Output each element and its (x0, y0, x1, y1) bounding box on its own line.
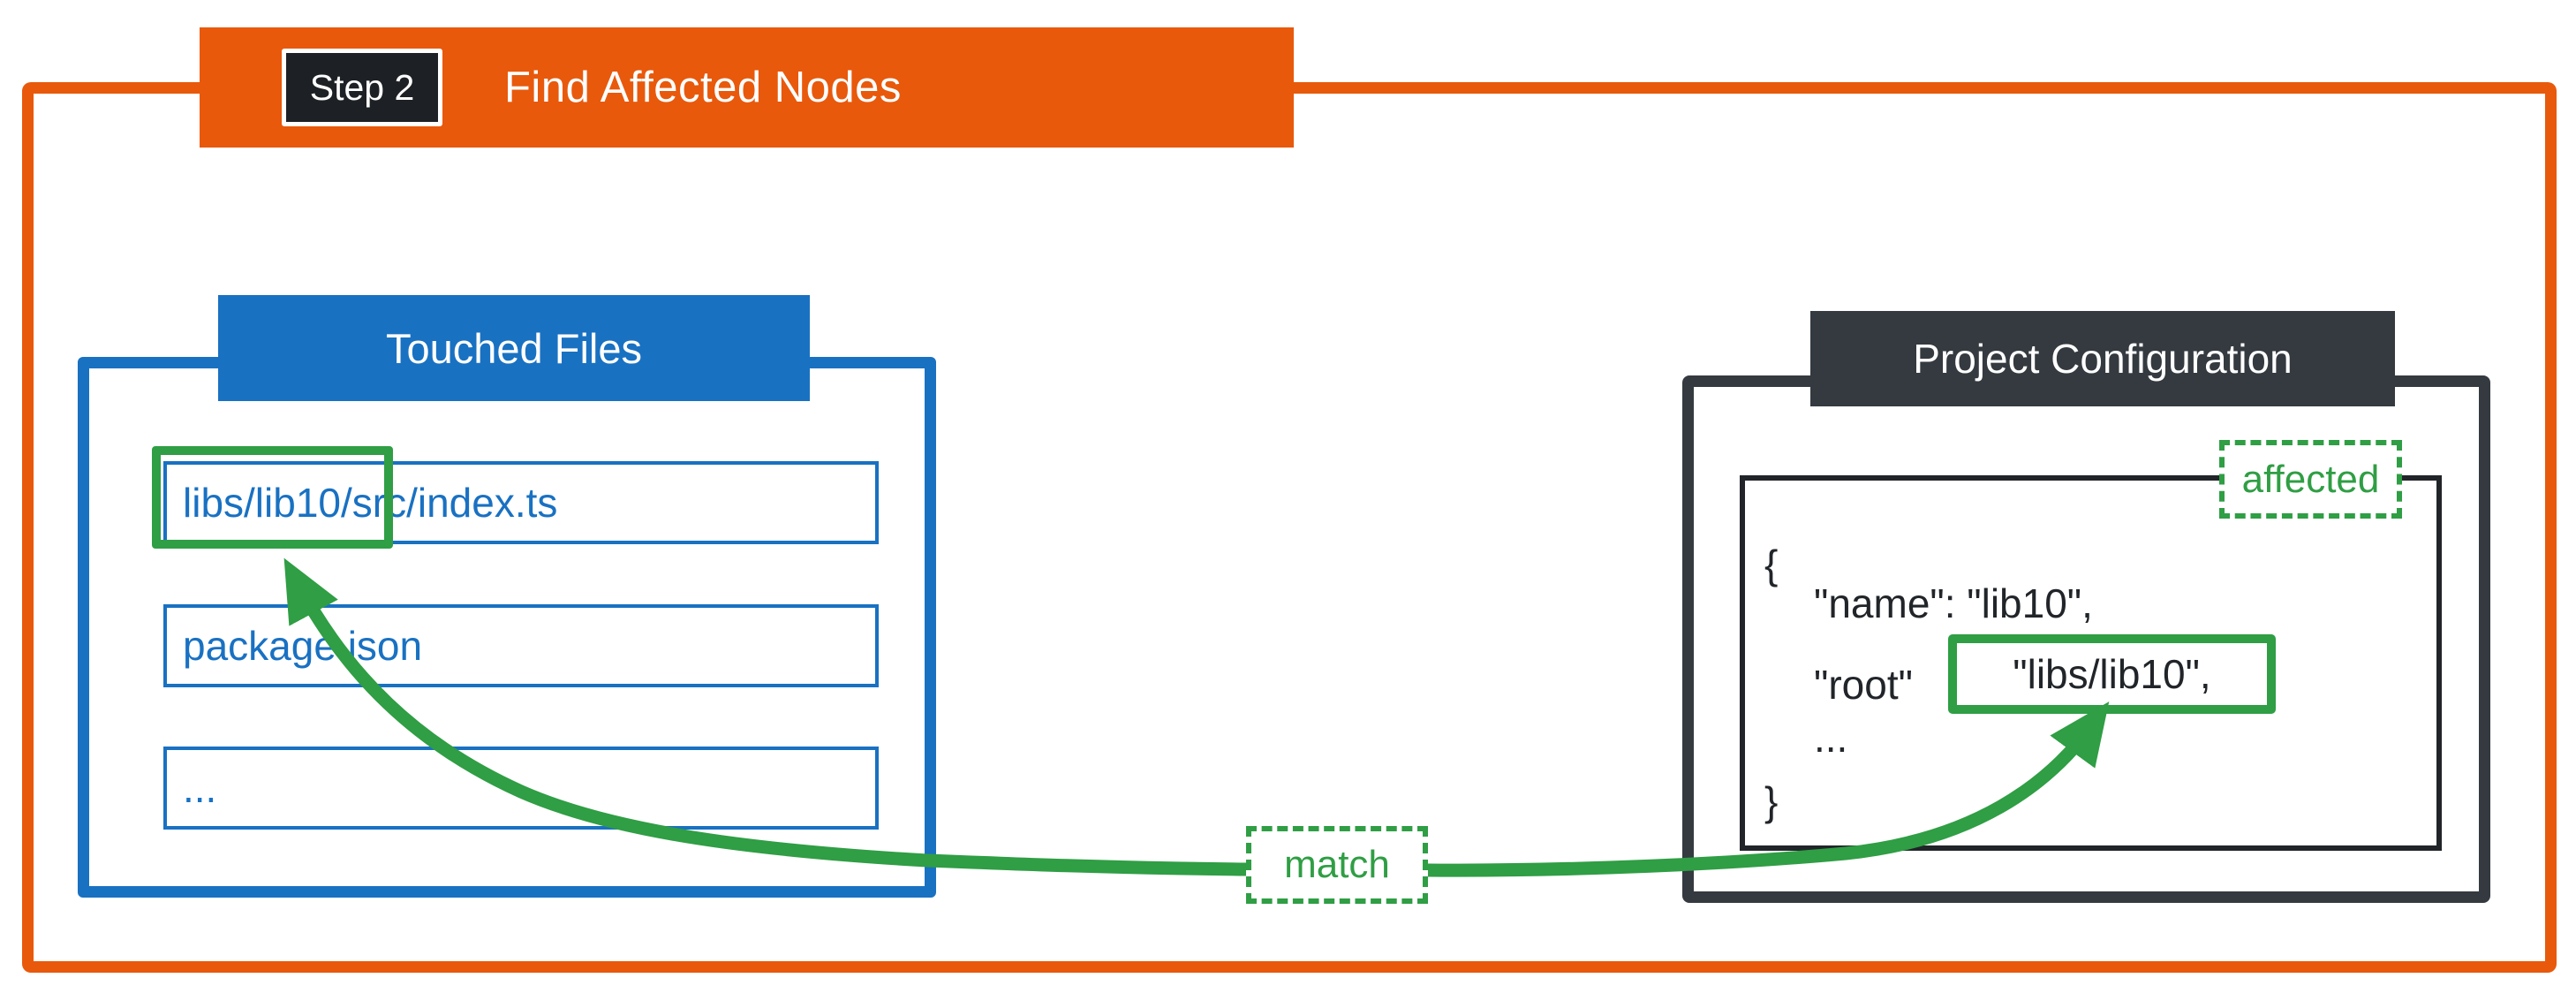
code-root-key: "root" (1814, 662, 1913, 708)
code-root-value: "libs/lib10", (2013, 651, 2211, 697)
affected-badge: affected (2219, 440, 2402, 519)
step-badge: Step 2 (282, 49, 442, 126)
file-row-ellipsis: ... (163, 747, 879, 830)
root-value-highlight-box: "libs/lib10", (1948, 634, 2276, 714)
code-name-line: "name": "lib10", (1814, 580, 2093, 626)
file-row-package-json: package.json (163, 604, 879, 687)
code-ellipsis: ... (1814, 715, 1848, 761)
match-badge-label: match (1284, 843, 1390, 886)
file-row-label: libs/lib10/src/index.ts (183, 480, 558, 526)
touched-files-title: Touched Files (386, 324, 642, 372)
code-open-brace: { (1764, 542, 1779, 587)
step-badge-label: Step 2 (309, 66, 415, 108)
affected-badge-label: affected (2241, 457, 2380, 501)
step-banner: Step 2 Find Affected Nodes (200, 27, 1294, 148)
banner-title: Find Affected Nodes (504, 64, 902, 111)
match-badge: match (1246, 826, 1428, 904)
touched-files-header: Touched Files (218, 295, 810, 401)
file-row-label: ... (183, 765, 217, 811)
project-config-title: Project Configuration (1913, 336, 2293, 382)
code-close-brace: } (1764, 778, 1779, 824)
file-row-label: package.json (183, 623, 423, 669)
project-config-header: Project Configuration (1810, 311, 2395, 406)
touched-file-highlight-box (152, 446, 393, 549)
file-row-index-ts: libs/lib10/src/index.ts (163, 461, 879, 544)
project-config-code-box: { "name": "lib10", "root" "libs/lib10", … (1740, 475, 2442, 851)
